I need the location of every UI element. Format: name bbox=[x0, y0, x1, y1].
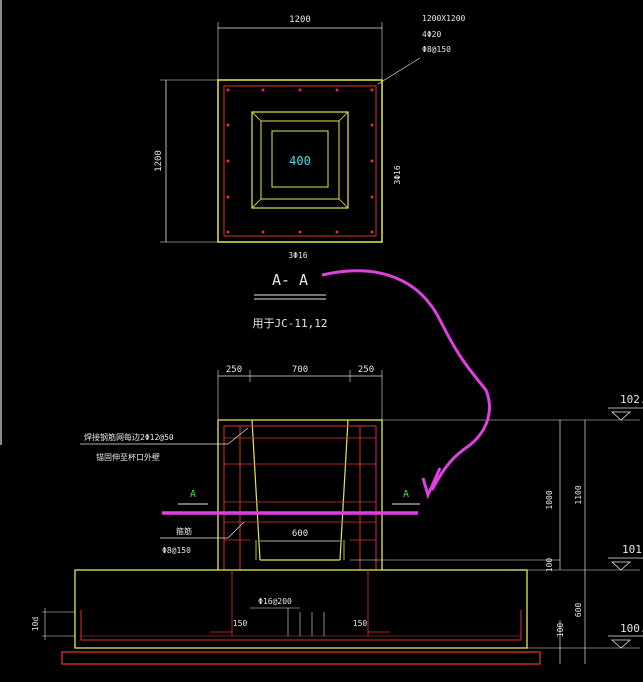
section-mark-left: A bbox=[190, 489, 196, 500]
plan-view: 1200 1200 400 1200X1200 4Φ20 Φ8@150 bbox=[154, 14, 466, 330]
cover-right: 150 bbox=[353, 619, 368, 628]
plan-height-dim: 1200 bbox=[154, 150, 164, 172]
level-top-label: 102. bbox=[620, 393, 643, 406]
plan-bottom-bars: 3Φ16 bbox=[288, 251, 307, 260]
arrow-curve bbox=[321, 269, 491, 491]
weld-note-2: 锚固伸至杯口外壁 bbox=[96, 452, 160, 462]
level-marker-bot: 100. bbox=[608, 622, 643, 649]
usage-note: 用于JC-11,12 bbox=[253, 317, 328, 330]
vdim-600: 600 bbox=[574, 603, 583, 618]
level-marker-top: 102. bbox=[608, 393, 643, 421]
dim-top-left: 250 bbox=[226, 365, 242, 375]
vdim-1100: 1100 bbox=[574, 485, 583, 504]
inner-width-dim: 600 bbox=[292, 529, 308, 539]
dim-top-mid: 700 bbox=[292, 365, 308, 375]
base-bars-label: Φ16@200 bbox=[258, 597, 292, 606]
plan-spec-stirrup: Φ8@150 bbox=[422, 45, 451, 54]
level-bot-label: 100. bbox=[620, 622, 643, 635]
vdim-100a: 100 bbox=[545, 558, 554, 573]
vdim-100b: 100 bbox=[556, 623, 565, 638]
level-marker-mid: 101. bbox=[608, 543, 643, 571]
cover-left: 150 bbox=[233, 619, 248, 628]
highlight-annotations bbox=[162, 269, 491, 515]
dim-top-right: 250 bbox=[358, 365, 374, 375]
stirrup-spec: Φ8@150 bbox=[162, 546, 191, 555]
level-mid-label: 101. bbox=[622, 543, 643, 556]
vdim-1000: 1000 bbox=[545, 490, 554, 509]
plan-side-bars: 3Φ16 bbox=[393, 165, 402, 184]
plan-spec-bars: 4Φ20 bbox=[422, 30, 441, 39]
weld-note-1: 焊接钢筋网每边2Φ12@50 bbox=[84, 432, 174, 442]
plan-width-dim: 1200 bbox=[289, 15, 311, 25]
anchor-10d: 10d bbox=[31, 617, 40, 632]
section-title: A- A bbox=[272, 271, 308, 289]
stirrup-label: 箍筋 bbox=[176, 526, 192, 536]
plan-center-label: 400 bbox=[289, 154, 311, 168]
section-mark-right: A bbox=[403, 489, 409, 500]
arrow-head bbox=[421, 467, 442, 500]
plan-spec-size: 1200X1200 bbox=[422, 14, 466, 23]
elevation-view: 250 700 250 bbox=[31, 365, 643, 665]
